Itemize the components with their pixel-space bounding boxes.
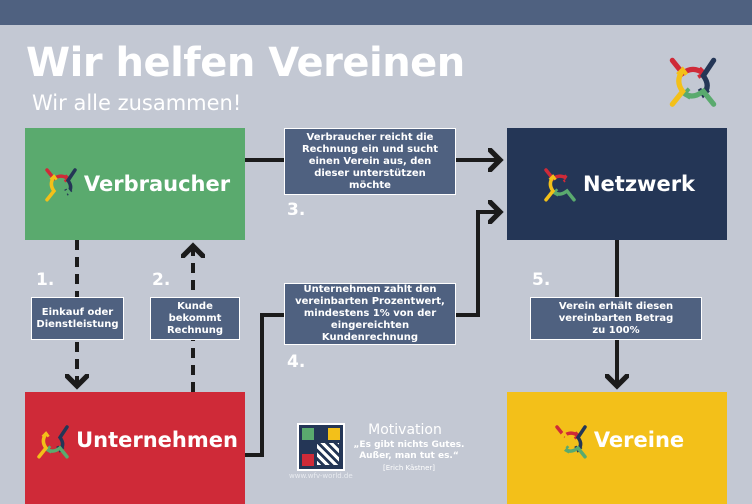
logo-icon (45, 168, 77, 202)
step-2-number: 2. (152, 270, 171, 290)
logo-icon (37, 425, 69, 459)
step-1-number: 1. (36, 270, 55, 290)
motivation-title: Motivation (368, 422, 442, 438)
step-3-number: 3. (287, 200, 306, 220)
node-label: Netzwerk (582, 172, 696, 196)
node-company: Unternehmen (25, 392, 245, 504)
step-5-number: 5. (532, 270, 551, 290)
step-3-label: Verbraucher reicht die Rechnung ein und … (284, 128, 456, 195)
page-title: Wir helfen Vereinen (26, 40, 465, 86)
node-label: Verbraucher (83, 172, 231, 196)
node-network: Netzwerk (507, 128, 727, 240)
motivation-author: [Erich Kästner] (383, 464, 435, 472)
step-4-label: Unternehmen zahlt den vereinbarten Proze… (284, 283, 456, 345)
node-label: Vereine (593, 428, 685, 452)
node-clubs: Vereine (507, 392, 727, 504)
logo-icon (555, 425, 587, 459)
website-url[interactable]: www.wfv-world.de (289, 472, 353, 480)
step-4-number: 4. (287, 352, 306, 372)
page-subtitle: Wir alle zusammen! (32, 91, 242, 115)
logo-icon (544, 168, 576, 202)
step-1-label: Einkauf oder Dienstleistung (31, 297, 124, 340)
node-label: Unternehmen (76, 428, 238, 452)
top-bar (0, 0, 752, 25)
qr-code[interactable] (297, 423, 345, 471)
motivation-quote: „Es gibt nichts Gutes. Außer, man tut es… (353, 440, 465, 461)
node-consumer: Verbraucher (25, 128, 245, 240)
step-5-label: Verein erhält diesen vereinbarten Betrag… (530, 297, 702, 340)
step-2-label: Kunde bekommt Rechnung (150, 297, 240, 340)
